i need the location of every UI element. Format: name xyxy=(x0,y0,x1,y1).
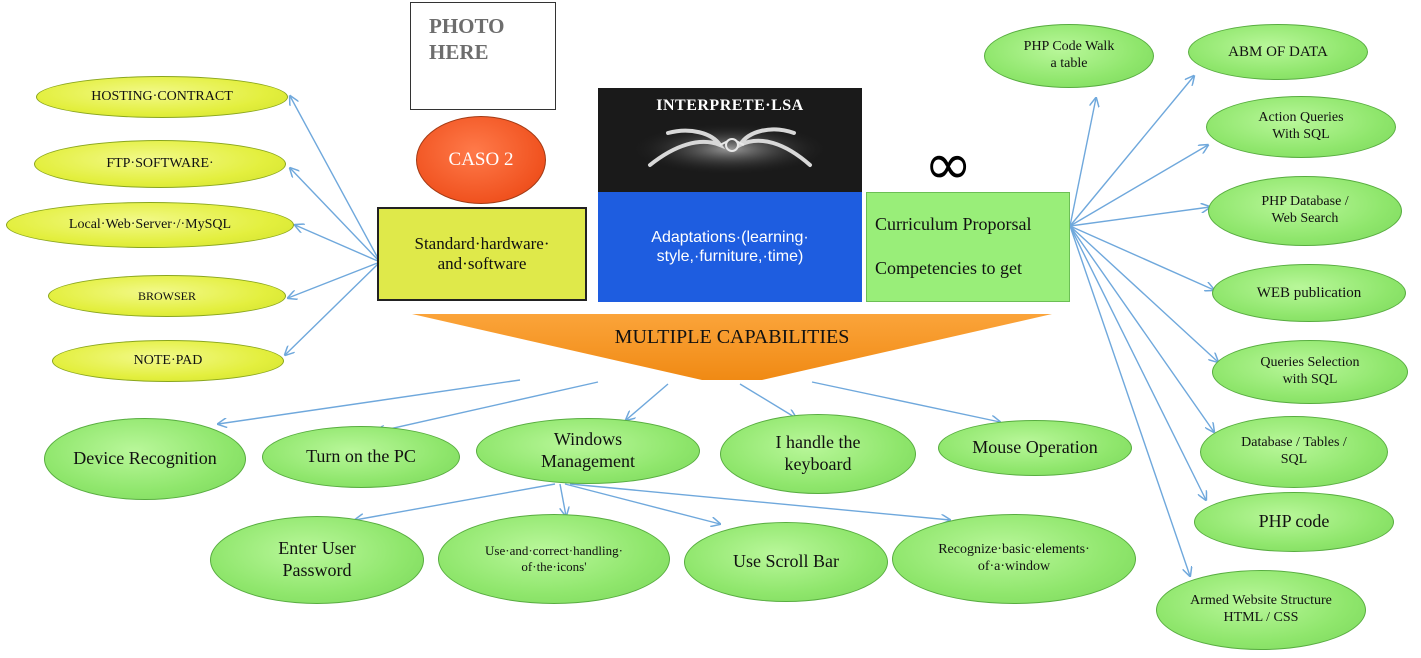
armed-line-1: Armed Website Structure xyxy=(1190,593,1332,609)
infinity-icon: ∞ xyxy=(924,130,973,198)
icons-line-1: Use·and·correct·handling· xyxy=(485,543,623,559)
db-tables-line-2: SQL xyxy=(1280,452,1308,467)
arrow-to-php-walk xyxy=(1069,98,1096,227)
icons-line-2: of·the·icons' xyxy=(521,559,587,574)
photo-line-2: HERE xyxy=(429,40,489,65)
arrow-to-local-server xyxy=(295,225,381,263)
php-db-line-2: Web Search xyxy=(1271,211,1339,226)
arrow-to-hosting xyxy=(290,96,381,263)
action-queries-line-2: With SQL xyxy=(1272,127,1330,142)
php-code-node: PHP code xyxy=(1194,492,1394,552)
arrow-to-abm xyxy=(1069,76,1194,227)
php-walk-line-2: a table xyxy=(1050,56,1088,71)
hands-illustration xyxy=(630,123,830,176)
armed-line-2: HTML / CSS xyxy=(1223,610,1299,625)
local-web-server-label: Local·Web·Server·/·MySQL xyxy=(68,216,232,232)
arrow-to-device xyxy=(218,379,521,424)
db-tables-line-1: Database / Tables / xyxy=(1241,435,1347,451)
scroll-bar-node: Use Scroll Bar xyxy=(684,522,888,602)
arrow-to-windows xyxy=(626,383,669,420)
mouse-label: Mouse Operation xyxy=(972,437,1098,458)
keyboard-line-2: keyboard xyxy=(784,454,852,474)
windows-line-1: Windows xyxy=(553,429,623,450)
keyboard-line-1: I handle the xyxy=(775,432,861,453)
arrow-to-recognize xyxy=(569,483,950,520)
mouse-operation-node: Mouse Operation xyxy=(938,420,1132,476)
interpreter-image: INTERPRETE·LSA xyxy=(598,88,862,192)
arrow-to-db-tables xyxy=(1069,225,1214,432)
curriculum-line-1: Curriculum Proporsal xyxy=(875,214,1032,235)
password-line-2: Password xyxy=(282,560,352,580)
queries-sel-line-1: Queries Selection xyxy=(1260,355,1360,371)
curriculum-line-2: Competencies to get xyxy=(875,258,1022,278)
browser-label: BROWSER xyxy=(137,288,196,303)
turn-on-label: Turn on the PC xyxy=(306,446,416,467)
interpreter-title: INTERPRETE·LSA xyxy=(656,97,804,114)
adaptations-line-2: style,·furniture,·time) xyxy=(656,248,804,265)
arrow-to-php-db xyxy=(1069,207,1210,227)
adaptations-box: Adaptations·(learning· style,·furniture,·… xyxy=(598,192,862,302)
arrow-to-ftp xyxy=(290,168,381,263)
abm-of-data-node: ABM OF DATA xyxy=(1188,24,1368,80)
arrow-to-keyboard xyxy=(739,383,796,418)
curriculum-box: Curriculum Proporsal Competencies to get xyxy=(866,192,1070,302)
web-publication-node: WEB publication xyxy=(1212,264,1406,322)
windows-line-2: Management xyxy=(541,451,635,471)
standard-line-1: Standard·hardware· xyxy=(414,233,550,253)
database-tables-node: Database / Tables /SQL xyxy=(1200,416,1388,488)
php-db-line-1: PHP Database / xyxy=(1261,194,1349,210)
browser-node: BROWSER xyxy=(48,275,286,317)
icons-handling-node: Use·and·correct·handling·of·the·icons' xyxy=(438,514,670,604)
arrow-to-action-queries xyxy=(1069,145,1208,227)
action-queries-line-1: Action Queries xyxy=(1258,110,1344,126)
hosting-contract-node: HOSTING·CONTRACT xyxy=(36,76,288,118)
web-pub-label: WEB publication xyxy=(1256,285,1362,301)
banner-label: MULTIPLE CAPABILITIES xyxy=(614,326,850,348)
arrow-to-queries-sel xyxy=(1069,225,1218,362)
arrow-to-web-pub xyxy=(1069,225,1214,290)
turn-on-pc-node: Turn on the PC xyxy=(262,426,460,488)
recognize-line-2: of·a·window xyxy=(977,559,1051,574)
queries-sel-line-2: with SQL xyxy=(1282,372,1338,387)
arrow-to-browser xyxy=(288,261,381,298)
notepad-node: NOTE·PAD xyxy=(52,340,284,382)
password-line-1: Enter User xyxy=(278,538,356,559)
photo-line-1: PHOTO xyxy=(429,14,505,38)
hosting-contract-label: HOSTING·CONTRACT xyxy=(91,88,233,104)
arrow-to-notepad xyxy=(285,261,381,355)
caso-label: CASO 2 xyxy=(448,148,514,170)
php-database-node: PHP Database /Web Search xyxy=(1208,176,1402,246)
php-code-label: PHP code xyxy=(1258,511,1330,532)
ftp-software-node: FTP·SOFTWARE· xyxy=(34,140,286,188)
ftp-software-label: FTP·SOFTWARE· xyxy=(106,155,214,171)
caso-badge: CASO 2 xyxy=(416,116,546,204)
recognize-elements-node: Recognize·basic·elements·of·a·window xyxy=(892,514,1136,604)
local-web-server-node: Local·Web·Server·/·MySQL xyxy=(6,202,294,248)
multiple-capabilities-banner xyxy=(412,314,1052,380)
arrow-to-icons xyxy=(559,483,566,516)
standard-hardware-box: Standard·hardware·and·software xyxy=(377,207,587,301)
abm-label: ABM OF DATA xyxy=(1228,44,1328,60)
device-label: Device Recognition xyxy=(73,448,217,469)
scroll-label: Use Scroll Bar xyxy=(733,551,839,572)
adaptations-line-1: Adaptations·(learning· xyxy=(651,228,809,246)
device-recognition-node: Device Recognition xyxy=(44,418,246,500)
recognize-line-1: Recognize·basic·elements· xyxy=(938,542,1090,558)
notepad-label: NOTE·PAD xyxy=(133,352,203,368)
php-walk-line-1: PHP Code Walk xyxy=(1023,39,1115,55)
standard-line-2: and·software xyxy=(437,254,527,273)
